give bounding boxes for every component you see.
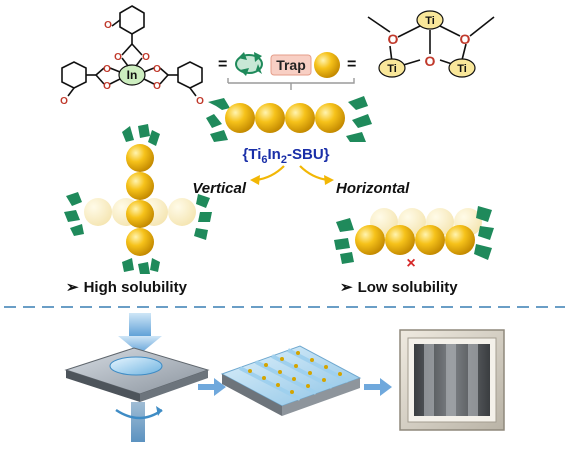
vertical-label: Vertical: [192, 180, 246, 197]
sample-disc: [109, 356, 163, 376]
trap-claw-icon: [122, 124, 160, 146]
pale-sphere: [168, 198, 196, 226]
gold-sphere: [385, 225, 415, 255]
ligand-o-label: O: [103, 81, 111, 92]
equals-sign-left: =: [218, 56, 227, 73]
vertical-arrow-head: [250, 175, 260, 185]
pattern-dots: [248, 351, 342, 394]
gold-sphere: [415, 225, 445, 255]
trap-claw-icon: [474, 206, 494, 260]
ti-label: Ti: [387, 63, 397, 75]
trap-claw-icon: [122, 258, 160, 274]
ligand-o-label: O: [60, 96, 68, 107]
low-solubility-label: ➢Low solubility: [340, 279, 458, 296]
ti-cluster-o-label: O: [425, 53, 436, 69]
ti-cluster-labels: Ti Ti Ti O O O: [387, 15, 470, 75]
right-arrow-icon: [198, 378, 226, 396]
gold-sphere-icon: [314, 52, 340, 78]
trap-claw-icon: [206, 98, 230, 142]
benzene-ring-right: [177, 61, 203, 89]
gold-sphere: [285, 103, 315, 133]
in-ligand-labels: In O O O O O O O O O: [60, 20, 204, 107]
sbu-chain: [206, 96, 372, 142]
pale-sphere: [84, 198, 112, 226]
direction-arrows: [255, 165, 329, 182]
ti-node: [448, 58, 476, 78]
gold-sphere: [126, 172, 154, 200]
gold-sphere: [225, 103, 255, 133]
in-ligand-structure: [61, 5, 203, 97]
ti-cluster-o-label: O: [460, 31, 471, 47]
in-center-node: [118, 64, 146, 86]
right-arrow-icon: [364, 378, 392, 396]
high-solubility-label: ➢High solubility: [66, 279, 188, 296]
benzene-ring-top: [119, 5, 145, 35]
ti-cluster-o-label: O: [388, 31, 399, 47]
vertical-arrow: [255, 165, 285, 182]
gold-sphere: [126, 144, 154, 172]
ti-label: Ti: [425, 15, 435, 27]
gold-sphere: [355, 225, 385, 255]
in-label: In: [127, 68, 138, 82]
trap-label-box: [270, 54, 312, 76]
ligand-o-label: O: [114, 52, 122, 63]
equals-sign-right: =: [347, 56, 356, 73]
trap-claw-icon: [346, 96, 372, 142]
cross-mark: ×: [406, 255, 415, 272]
gold-sphere: [255, 103, 285, 133]
vertical-assembly: [64, 124, 212, 274]
ligand-o-label: O: [196, 96, 204, 107]
spin-coater: [64, 347, 210, 442]
legend-bracket: [227, 78, 355, 84]
ti-oxo-cluster: [367, 10, 495, 78]
patterned-substrate: [220, 345, 362, 416]
benzene-ring-left: [61, 61, 87, 89]
ligand-o-label: O: [104, 20, 112, 31]
sbu-label: {Ti6In2-SBU}: [242, 146, 329, 166]
horizontal-arrow-head: [324, 175, 334, 185]
ti-label: Ti: [457, 63, 467, 75]
trap-legend: = Trap =: [218, 52, 356, 78]
gold-sphere: [126, 200, 154, 228]
trap-label: Trap: [276, 57, 306, 73]
ligand-o-label: O: [142, 52, 150, 63]
horizontal-label: Horizontal: [336, 180, 410, 197]
trap-claw-icon: [334, 218, 354, 264]
ti-node: [416, 10, 444, 30]
film-image-frame: [399, 329, 505, 431]
gold-sphere: [315, 103, 345, 133]
trap-claw-icon: [235, 52, 263, 76]
ligand-o-label: O: [153, 81, 161, 92]
trap-claw-icon: [64, 192, 84, 236]
trap-claw-icon: [194, 194, 212, 240]
ti-node: [378, 58, 406, 78]
horizontal-assembly: [334, 206, 494, 264]
ligand-o-label: O: [103, 64, 111, 75]
gold-sphere: [126, 228, 154, 256]
horizontal-arrow: [299, 165, 329, 182]
ligand-o-label: O: [153, 64, 161, 75]
down-arrow-icon: [118, 313, 162, 354]
gold-sphere: [445, 225, 475, 255]
